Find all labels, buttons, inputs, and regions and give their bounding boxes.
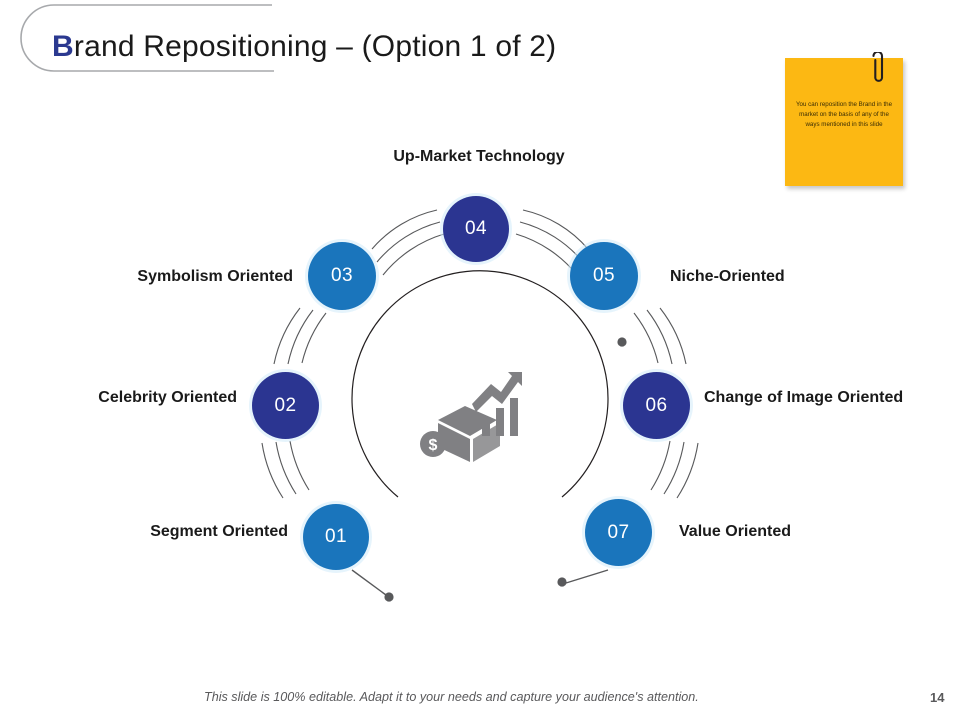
node-05-label: Niche-Oriented bbox=[670, 268, 785, 285]
node-03-number: 03 bbox=[331, 265, 353, 286]
endpoint-dot-left bbox=[384, 592, 394, 602]
node-06-number: 06 bbox=[645, 394, 668, 416]
node-05[interactable]: 05 bbox=[570, 242, 638, 310]
node-01[interactable]: 01 bbox=[303, 504, 369, 570]
sticky-note[interactable]: You can reposition the Brand in the mark… bbox=[785, 52, 903, 186]
node-04-number: 04 bbox=[465, 218, 487, 239]
sticky-note-body bbox=[785, 58, 903, 186]
sticky-note-text: You can reposition the Brand in the mark… bbox=[795, 101, 893, 129]
node-07-number: 07 bbox=[607, 521, 630, 543]
node-06-label: Change of Image Oriented bbox=[704, 389, 904, 406]
node-01-label: Segment Oriented bbox=[150, 523, 288, 540]
node-04[interactable]: 04 bbox=[443, 196, 509, 262]
node-05-number: 05 bbox=[593, 265, 615, 286]
node-07-label: Value Oriented bbox=[679, 523, 792, 540]
box-growth-chart-dollar-icon: $ bbox=[420, 372, 522, 462]
paperclip-icon bbox=[872, 52, 884, 82]
footer-note: This slide is 100% editable. Adapt it to… bbox=[204, 690, 699, 704]
top-caption-text: Up-Market Technology bbox=[393, 148, 565, 165]
title-lead-letter: B bbox=[52, 30, 74, 63]
node-01-number: 01 bbox=[325, 526, 347, 547]
diagram-top-caption: Up-Market Technology bbox=[0, 148, 960, 166]
node-03[interactable]: 03 bbox=[308, 242, 376, 310]
node-02-label: Celebrity Oriented bbox=[98, 389, 237, 406]
node-03-label: Symbolism Oriented bbox=[137, 268, 293, 285]
node-02-number: 02 bbox=[274, 394, 297, 416]
page-title: Brand Repositioning – (Option 1 of 2) bbox=[52, 30, 556, 64]
svg-text:$: $ bbox=[429, 437, 438, 454]
midpoint-dot-right bbox=[617, 337, 627, 347]
page-number: 14 bbox=[930, 690, 945, 705]
node-07[interactable]: 07 bbox=[585, 499, 652, 566]
node-02[interactable]: 02 bbox=[252, 372, 319, 439]
node-06[interactable]: 06 bbox=[623, 372, 690, 439]
endpoint-dot-right bbox=[557, 577, 567, 587]
title-rest: rand Repositioning – (Option 1 of 2) bbox=[73, 30, 557, 63]
